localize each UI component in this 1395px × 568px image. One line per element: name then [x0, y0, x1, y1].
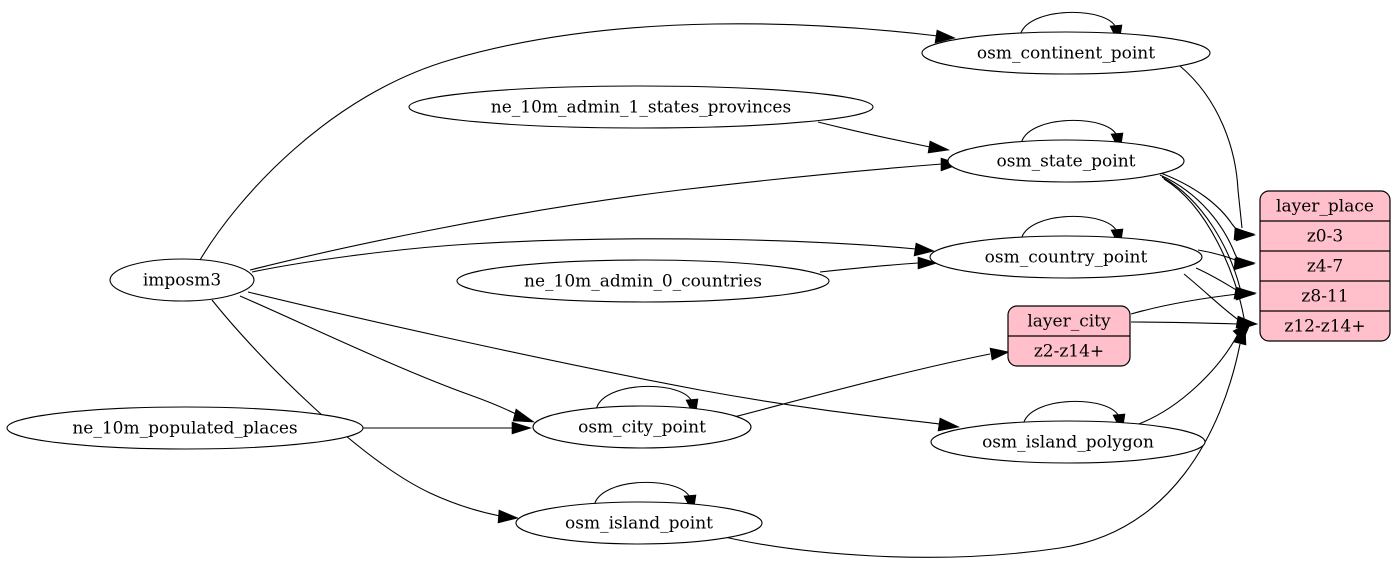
edge-osm_continent_point-to-layer_place-z0-3 — [1179, 65, 1256, 242]
node-osm_continent_point[interactable]: osm_continent_point — [921, 31, 1211, 75]
edge-osm_country_point-to-layer_place-z4-7 — [1197, 249, 1257, 270]
node-osm_city_point-label: osm_city_point — [578, 418, 706, 438]
edge-imposm3-to-osm_state_point — [249, 157, 961, 271]
node-osm_state_point[interactable]: osm_state_point — [947, 139, 1185, 183]
node-imposm3-label: imposm3 — [143, 271, 221, 291]
node-osm_island_point-label: osm_island_point — [565, 514, 713, 534]
node-osm_island_polygon[interactable]: osm_island_polygon — [930, 420, 1206, 464]
record-layer_city-row-z2-z14: z2-z14+ — [1034, 342, 1104, 362]
node-ne_10m_admin_1_states_provinces[interactable]: ne_10m_admin_1_states_provinces — [408, 85, 874, 129]
record-layer_place-row-z4-7: z4-7 — [1307, 257, 1343, 277]
node-ne_10m_admin_1_states_provinces-label: ne_10m_admin_1_states_provinces — [491, 98, 791, 118]
node-osm_country_point-label: osm_country_point — [985, 248, 1148, 268]
edge-imposm3-to-osm_island_point — [211, 299, 519, 524]
node-osm_island_polygon-label: osm_island_polygon — [982, 433, 1154, 453]
edge-imposm3-to-osm_country_point — [251, 238, 935, 273]
node-ne_10m_populated_places-label: ne_10m_populated_places — [72, 419, 297, 439]
edge-imposm3-to-osm_city_point — [239, 295, 535, 423]
edge-imposm3-to-osm_continent_point — [199, 23, 956, 261]
record-layer_place-row-z8-11: z8-11 — [1301, 287, 1348, 307]
edge-osm_state_point-to-layer_place-z0-3 — [1157, 171, 1256, 241]
edge-ne_admin1-to-osm_state_point — [817, 121, 951, 154]
node-ne_10m_admin_0_countries[interactable]: ne_10m_admin_0_countries — [456, 259, 830, 303]
node-imposm3[interactable]: imposm3 — [109, 258, 255, 302]
edge-imposm3-to-osm_island_polygon — [247, 291, 960, 432]
record-node-layer_place[interactable]: layer_place z0-3 z4-7 z8-11 z12-z14+ — [1259, 190, 1391, 342]
record-layer_city-title: layer_city — [1027, 312, 1111, 332]
record-layer_place-row-z0-3: z0-3 — [1307, 227, 1343, 247]
node-osm_city_point[interactable]: osm_city_point — [532, 405, 752, 449]
node-ne_10m_populated_places[interactable]: ne_10m_populated_places — [6, 406, 364, 450]
record-layer_place-row-z12-z14: z12-z14+ — [1284, 317, 1365, 337]
node-osm_state_point-label: osm_state_point — [997, 152, 1136, 172]
node-osm_country_point[interactable]: osm_country_point — [929, 235, 1203, 279]
node-osm_continent_point-label: osm_continent_point — [977, 44, 1155, 64]
edge-ne_populated-to-osm_city_point — [363, 421, 532, 435]
node-osm_island_point[interactable]: osm_island_point — [515, 501, 763, 545]
edge-osm_city_point-to-layer_city — [729, 347, 1010, 419]
node-layer: imposm3 ne_10m_admin_1_states_provinces … — [6, 31, 1391, 545]
edge-osm_country_point-to-layer_place-z12-z14 — [1183, 273, 1259, 329]
edge-osm_island_polygon-to-layer_place-z12-z14 — [1135, 321, 1252, 426]
edge-layer_city-to-layer_place-z8-11 — [1130, 287, 1257, 315]
edge-ne_admin0-to-osm_country_point — [819, 256, 938, 273]
edge-osm_island_point-to-layer_place-z12-z14 — [711, 323, 1247, 558]
record-layer_place-title: layer_place — [1276, 197, 1374, 217]
node-ne_10m_admin_0_countries-label: ne_10m_admin_0_countries — [524, 272, 762, 292]
record-node-layer_city[interactable]: layer_city z2-z14+ — [1007, 305, 1131, 367]
